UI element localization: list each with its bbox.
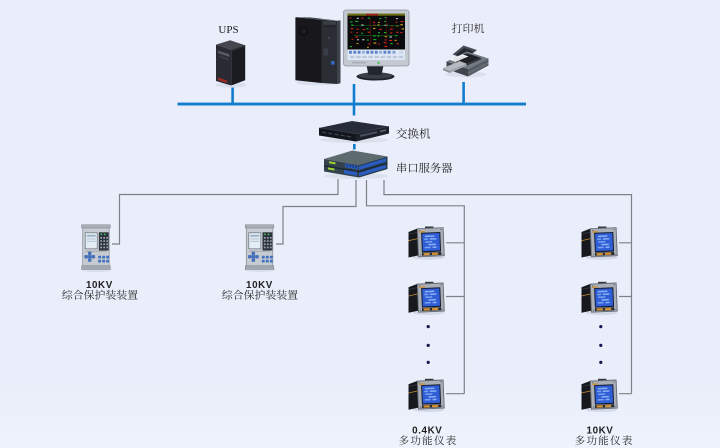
svg-text:UPS: UPS xyxy=(218,24,238,36)
svg-text:0.4KV: 0.4KV xyxy=(412,426,442,437)
svg-text:10KV: 10KV xyxy=(86,280,113,291)
svg-text:10KV: 10KV xyxy=(587,426,614,437)
svg-text:10KV: 10KV xyxy=(246,280,273,291)
